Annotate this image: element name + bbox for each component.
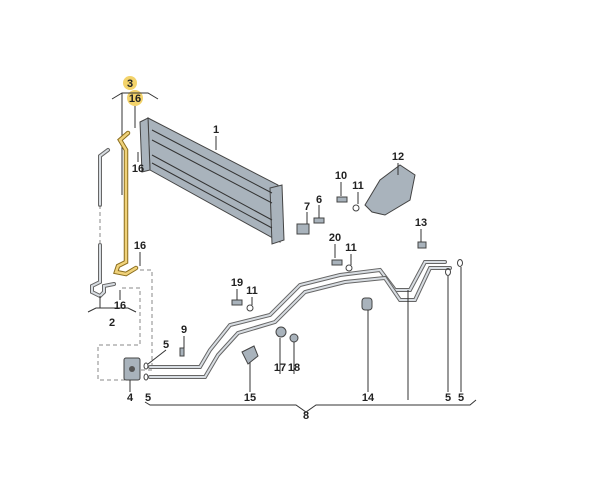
bolt-part-9 <box>179 347 185 357</box>
part-labels: 3 16 1 16 16 16 2 10 11 12 7 6 13 20 11 … <box>109 78 464 422</box>
washer-part-11c <box>246 304 254 312</box>
label-17: 17 <box>274 362 286 374</box>
holder-part-15 <box>241 345 259 365</box>
oil-pipe-part <box>90 148 116 299</box>
label-10: 10 <box>335 170 347 182</box>
label-5: 5 <box>445 392 451 404</box>
label-14: 14 <box>362 392 375 404</box>
label-16: 16 <box>114 300 126 312</box>
o-ring-part-5b <box>457 259 463 267</box>
label-5: 5 <box>458 392 464 404</box>
oil-cooler-part <box>139 117 285 245</box>
oil-pipe-highlighted-part <box>113 130 139 277</box>
dashed-connection <box>97 269 153 381</box>
label-3: 3 <box>127 78 133 90</box>
label-15: 15 <box>244 392 256 404</box>
bolt-part-10 <box>336 196 348 203</box>
grommet-part-17 <box>275 326 287 338</box>
label-16: 16 <box>129 93 141 105</box>
leader-lines-16 <box>119 152 141 300</box>
label-12: 12 <box>392 151 404 163</box>
label-5: 5 <box>163 339 169 351</box>
label-5: 5 <box>145 392 151 404</box>
label-20: 20 <box>329 232 341 244</box>
grommet-part-14 <box>361 297 373 311</box>
highlight-marker-3 <box>123 76 137 90</box>
label-18: 18 <box>288 362 300 374</box>
label-11: 11 <box>352 180 364 192</box>
bracket-2 <box>87 296 137 313</box>
label-1: 1 <box>213 124 219 136</box>
label-2: 2 <box>109 317 115 329</box>
label-13: 13 <box>415 217 427 229</box>
label-19: 19 <box>231 277 243 289</box>
label-16: 16 <box>132 163 144 175</box>
label-7: 7 <box>304 201 310 213</box>
highlight-marker-16 <box>127 90 143 106</box>
bolt-part-20 <box>331 259 343 266</box>
label-9: 9 <box>181 324 187 336</box>
clip-part-7 <box>296 223 310 235</box>
leader-lines <box>129 163 462 400</box>
label-11: 11 <box>345 242 357 254</box>
bracket-8 <box>144 399 477 413</box>
o-ring-part-5c <box>143 362 149 370</box>
label-11: 11 <box>246 285 258 297</box>
washer-part-11 <box>352 204 360 212</box>
label-8: 8 <box>303 410 309 422</box>
connector-hole <box>129 366 135 372</box>
bolt-part-13 <box>417 241 427 249</box>
label-4: 4 <box>127 392 134 404</box>
grommet-part-18 <box>289 333 299 343</box>
bolt-part-6 <box>313 217 325 224</box>
bolt-part-19 <box>231 299 243 306</box>
o-ring-part-5a <box>445 268 451 276</box>
washer-part-11b <box>345 264 353 272</box>
mounting-bracket-part <box>364 164 416 216</box>
o-ring-part-5d <box>143 373 149 381</box>
main-oil-pipe-part <box>148 260 452 379</box>
label-6: 6 <box>316 194 322 206</box>
label-16: 16 <box>134 240 146 252</box>
